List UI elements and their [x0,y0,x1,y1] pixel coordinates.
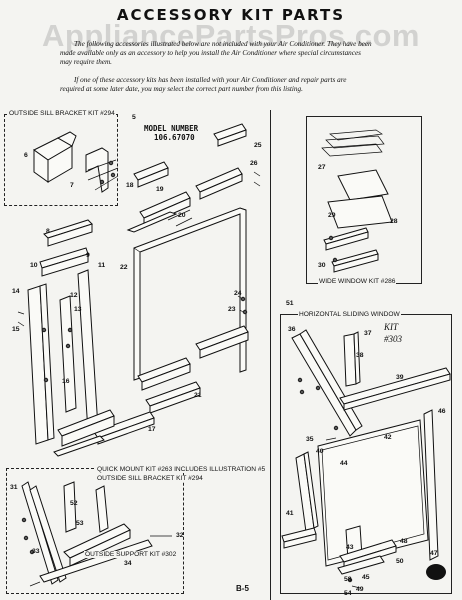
intro-paragraph-1: The following accessories illustrated be… [60,40,372,66]
wide-window-kit-box [306,116,422,284]
part-number-49: 49 [356,586,364,593]
model-number-label: MODEL NUMBER [144,124,199,133]
part-number-53: 53 [76,520,84,527]
part-number-16: 16 [62,378,70,385]
outside-sill-bracket-box-top [4,114,118,206]
page-number: B-5 [236,584,249,593]
part-number-47: 47 [430,550,438,557]
part-number-43: 43 [346,544,354,551]
part-number-18: 18 [126,182,134,189]
part-number-23: 23 [228,306,236,313]
part-number-51: 51 [286,300,294,307]
page-title: ACCESSORY KIT PARTS [116,6,346,24]
part-number-10: 10 [30,262,38,269]
part-number-46: 46 [438,408,446,415]
part-number-28: 28 [390,218,398,225]
horizontal-sliding-window-label: HORIZONTAL SLIDING WINDOW [298,311,401,318]
part-number-6: 6 [24,152,28,159]
part-number-20: 20 [178,212,186,219]
part-number-54: 54 [344,590,352,597]
part-number-52: 52 [70,500,78,507]
part-number-29: 29 [328,212,336,219]
part-number-48: 48 [400,538,408,545]
horizontal-kit-number: #303 [384,334,402,344]
outside-support-kit-label: OUTSIDE SUPPORT KIT #302 [84,551,178,558]
part-number-24: 24 [234,290,242,297]
part-number-42: 42 [384,434,392,441]
outside-sill-bracket-kit-label-top: OUTSIDE SILL BRACKET KIT #294 [8,110,116,117]
intro-paragraph-2: If one of these accessory kits has been … [60,76,347,93]
part-number-40: 40 [316,448,324,455]
part-number-21: 21 [194,392,202,399]
quick-mount-kit-label: QUICK MOUNT KIT #263 INCLUDES ILLUSTRATI… [96,466,267,473]
outside-sill-bracket-drawing-top [33,131,119,193]
part-number-30: 30 [318,262,326,269]
part-number-12: 12 [70,292,78,299]
part-number-7: 7 [70,182,74,189]
part-number-15: 15 [12,326,20,333]
part-number-5: 5 [132,114,136,121]
part-number-36: 36 [288,326,296,333]
part-number-34: 34 [124,560,132,567]
part-number-17: 17 [148,426,156,433]
horizontal-sliding-window-drawing [281,329,451,589]
part-number-26: 26 [250,160,258,167]
part-number-32: 32 [176,532,184,539]
part-number-37: 37 [364,330,372,337]
horizontal-kit-word: KIT [384,322,399,332]
part-number-50: 50 [396,558,404,565]
part-number-11: 11 [98,262,106,269]
part-number-39: 39 [396,374,404,381]
part-number-25: 25 [254,142,262,149]
part-number-27: 27 [318,164,326,171]
part-number-35: 35 [306,436,314,443]
part-number-14: 14 [12,288,20,295]
horizontal-sliding-kit-box [280,314,452,594]
quick-mount-frame-drawing [93,123,261,445]
part-number-9: 9 [86,252,90,259]
part-number-31: 31 [10,484,18,491]
right-divider-line [270,110,271,600]
part-number-13: 13 [74,306,82,313]
wide-window-drawing [321,129,393,273]
part-number-22: 22 [120,264,128,271]
part-number-58: 58 [344,576,352,583]
part-number-33: 33 [32,548,40,555]
outside-sill-bracket-kit-label-bottom: OUTSIDE SILL BRACKET KIT #294 [96,475,204,482]
model-number-value: 106.67070 [154,133,195,142]
part-number-44: 44 [340,460,348,467]
part-number-41: 41 [286,510,294,517]
side-channel-drawing [17,219,115,457]
outside-support-kit-box [6,468,184,594]
wide-window-kit-label: WIDE WINDOW KIT #286 [318,278,397,285]
part-number-8: 8 [46,228,50,235]
part-number-45: 45 [362,574,370,581]
part-number-19: 19 [156,186,164,193]
part-number-38: 38 [356,352,364,359]
